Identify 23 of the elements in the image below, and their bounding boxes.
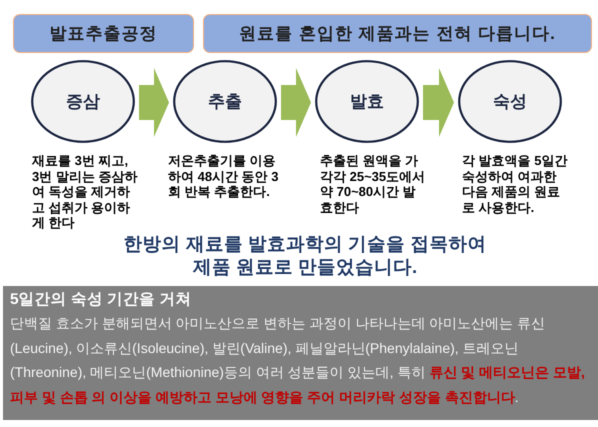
step-label: 증삼 xyxy=(66,91,100,113)
panel-paragraph: 단백질 효소가 분해되면서 아미노산으로 변하는 과정이 나타나는데 아미노산에는 류신(Leucine), 이소류신(Isoleucine), 발린(Valine), 페닐알라닌(Phenylalaine), 트레오닌(Threonine), 메티오닌(Methionine)등의 여러 성분들이 있는데, 특히 류신 및 메티오닌은 모발, 피부 및 손톱 의 이상을 예방하고 모낭에 영향을 주어 머리카락 성장을 촉진합니다. xyxy=(10,314,586,406)
step-description: 재료를 3번 찌고, 3번 말리는 증삼하여 독성을 제거하고 섭취가 용이하게 한다 xyxy=(32,153,138,230)
step-description: 저온추출기를 이용하여 48시간 동안 3회 반복 추출한다. xyxy=(168,153,280,200)
process-ellipse xyxy=(315,60,419,143)
step-description: 각 발효액을 5일간 숙성하여 여과한 다음 제품의 원료로 사용한다. xyxy=(462,153,568,215)
step-label: 추출 xyxy=(208,91,242,113)
title-banner xyxy=(13,14,194,53)
process-ellipse xyxy=(458,60,562,143)
banner-heading: 원료를 혼입한 제품과는 전혀 다릅니다. xyxy=(239,23,556,45)
step-label: 숙성 xyxy=(493,91,527,113)
block-arrow xyxy=(139,68,169,137)
summary-text: 한방의 재료를 발효과학의 기술을 접목하여 제품 원료로 만들었습니다. xyxy=(122,232,488,278)
block-arrow xyxy=(281,68,311,137)
step-description: 추출된 원액을 가각각 25~35도에서 약 70~80시간 발효한다 xyxy=(320,153,426,215)
info-panel xyxy=(3,286,598,420)
banner-heading: 발표추출공정 xyxy=(50,23,158,45)
block-arrow xyxy=(423,68,454,137)
process-ellipse xyxy=(31,60,135,143)
process-ellipse xyxy=(173,60,277,143)
panel-heading: 5일간의 숙성 기간을 거쳐 xyxy=(10,290,193,310)
title-banner xyxy=(203,14,592,53)
step-label: 발효 xyxy=(350,91,384,113)
